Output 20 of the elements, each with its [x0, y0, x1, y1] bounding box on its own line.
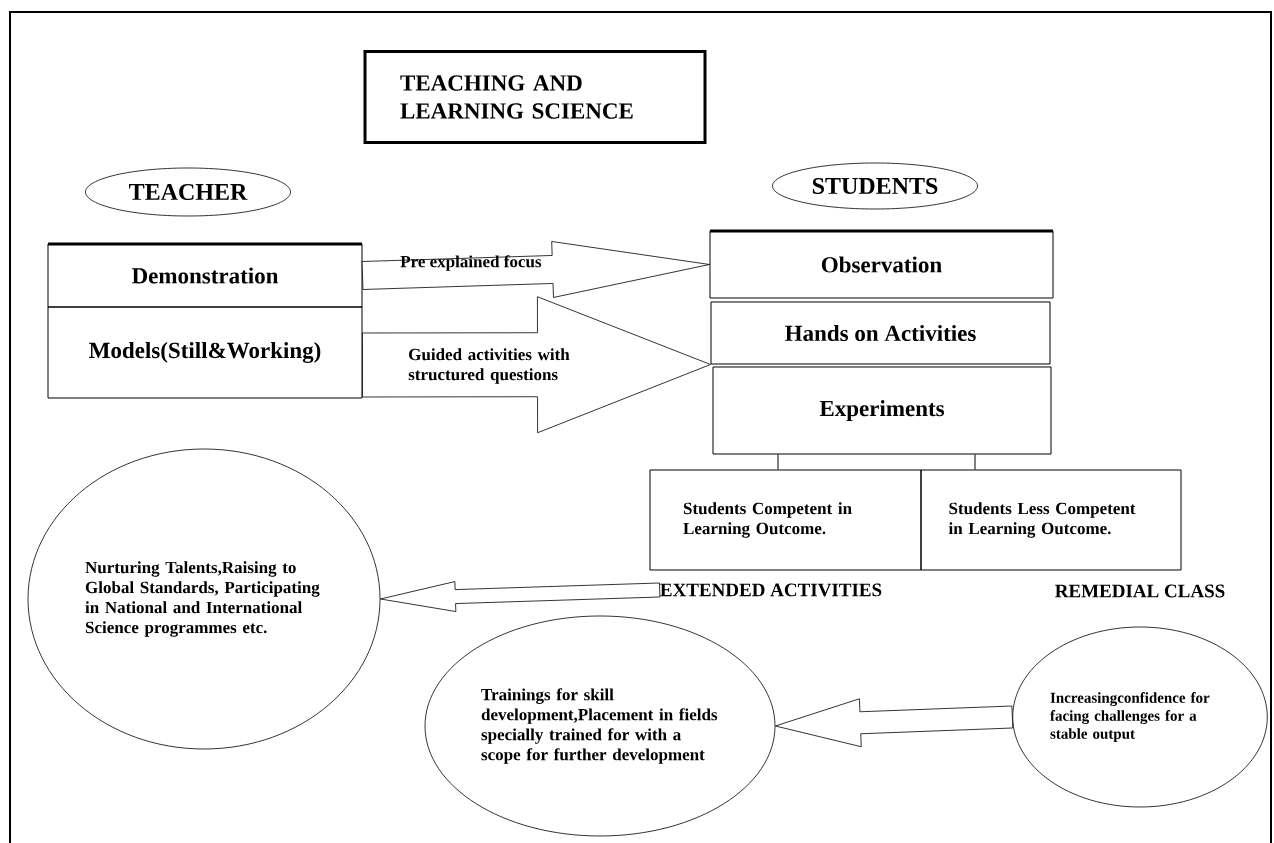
edge-label: Guided activities with structured questions	[408, 348, 570, 384]
block-arrow	[362, 296, 711, 434]
activity-box: Experiments	[712, 366, 1052, 455]
edge-label: Pre explained focus	[400, 255, 542, 271]
connector-line	[974, 454, 976, 470]
outcome-box: Students Less Competent in Learning Outcome.	[920, 469, 1182, 571]
oval-label: STUDENTS	[772, 162, 978, 210]
category-label: REMEDIAL CLASS	[1055, 584, 1225, 598]
method-box: Models(Still&Working)	[47, 306, 363, 399]
block-arrow	[361, 241, 710, 298]
oval-label: TEACHER	[85, 167, 291, 217]
title-box: TEACHING AND LEARNING SCIENCE	[363, 50, 707, 144]
activity-box: Hands on Activities	[710, 301, 1051, 365]
method-box: Demonstration	[47, 243, 363, 308]
activity-box: Observation	[709, 230, 1054, 299]
block-arrow	[380, 581, 661, 612]
category-label: EXTENDED ACTIVITIES	[660, 583, 882, 597]
connector-line	[777, 454, 779, 470]
outcome-box: Students Competent in Learning Outcome.	[649, 469, 922, 571]
block-arrow	[775, 698, 1014, 748]
